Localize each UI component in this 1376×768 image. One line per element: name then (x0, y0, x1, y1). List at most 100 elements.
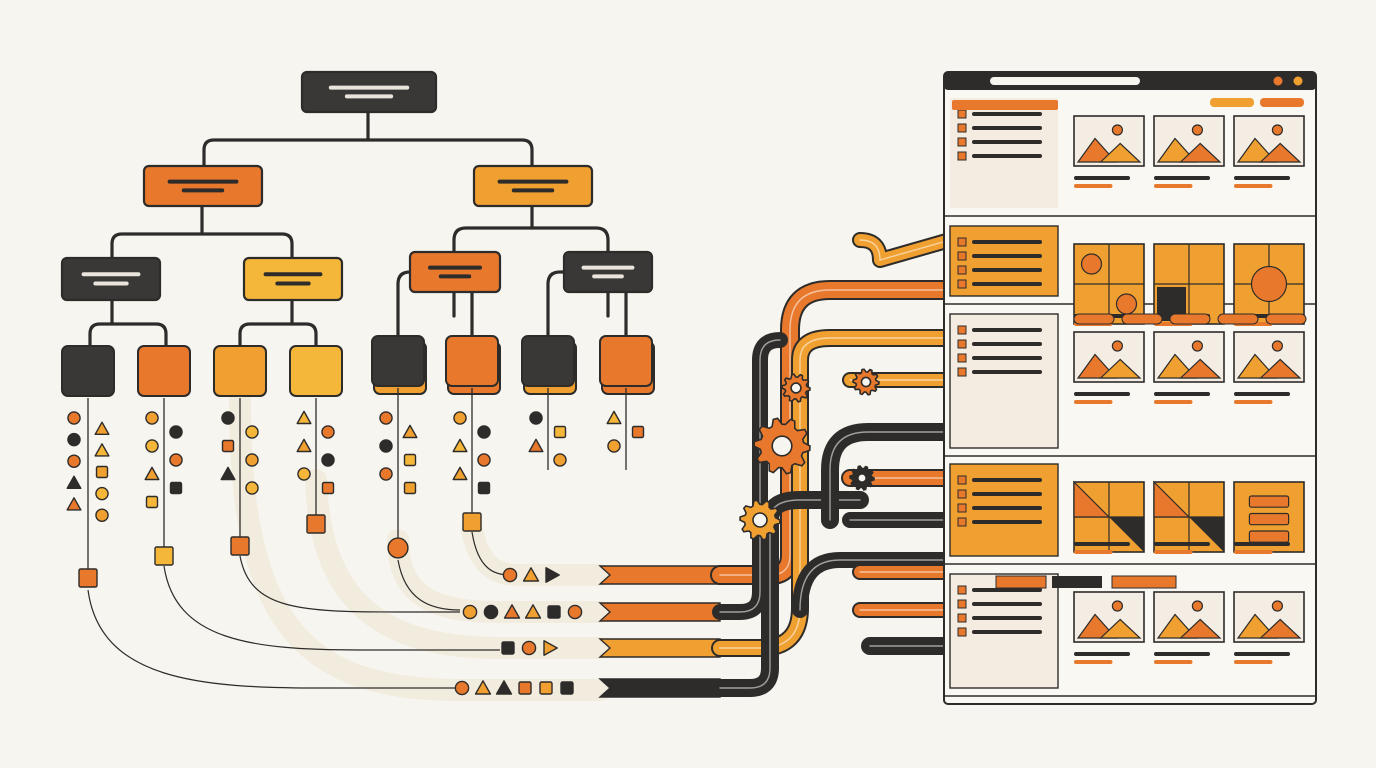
mountain-shape (1259, 142, 1302, 163)
sun-shape (1191, 124, 1204, 136)
caption-line (1074, 550, 1113, 554)
circle-symbol (67, 454, 81, 468)
list-text-line (972, 506, 1042, 510)
triangle-symbol (522, 567, 540, 582)
checkbox (957, 367, 967, 377)
list-text-line (972, 478, 1042, 482)
conveyor-row (462, 604, 583, 620)
triangle-symbol (524, 604, 542, 619)
circle-symbol (221, 411, 235, 425)
list-text-line (972, 602, 1042, 606)
pipe-highlight (799, 559, 951, 611)
circle-symbol (477, 425, 491, 439)
checkbox (957, 475, 967, 485)
list-text-line (972, 254, 1042, 258)
leaf-node (599, 335, 655, 395)
circle-symbol (607, 439, 621, 453)
list-text-line (972, 154, 1042, 158)
conveyor-tip (598, 678, 721, 698)
filter-chip (1265, 313, 1307, 325)
caption-line (1234, 184, 1273, 188)
conveyor-tip (598, 638, 721, 658)
sun-shape (1111, 600, 1124, 612)
checkbox (957, 237, 967, 247)
triangle-symbol (94, 421, 110, 435)
circle-symbol (379, 411, 393, 425)
pipe-6 (792, 552, 958, 618)
checkbox (957, 123, 967, 133)
tree-node-l1-left (142, 164, 264, 208)
square-symbol (539, 681, 553, 695)
mountain-shape (1259, 358, 1302, 379)
caption-line (1154, 184, 1193, 188)
pipe-highlight (859, 239, 951, 261)
square-symbol (560, 681, 574, 695)
gear-hub (752, 512, 768, 528)
header-bar (952, 100, 1058, 110)
node-text-line (93, 281, 129, 286)
drawer-shape (1248, 530, 1290, 543)
browser-row-1 (944, 98, 1316, 217)
symbol-column (606, 410, 645, 453)
tab-chip (1111, 575, 1177, 589)
header-chip (1260, 98, 1304, 107)
conveyor-row (501, 640, 558, 656)
checkbox (957, 613, 967, 623)
symbol-column (452, 411, 491, 495)
leaf-box (599, 335, 653, 387)
triangle-symbol (296, 438, 312, 453)
play-symbol (545, 567, 560, 583)
tree-node-l2-4 (562, 250, 654, 294)
square-symbol (501, 641, 515, 655)
pipe-7 (852, 232, 958, 268)
caption-line (1234, 542, 1290, 546)
tree-node-l2-3 (408, 250, 502, 294)
pattern-tile (1073, 243, 1145, 325)
conveyor-row (454, 680, 574, 696)
list-text-line (972, 268, 1042, 272)
leaf-box (213, 345, 267, 397)
square-symbol (462, 512, 482, 532)
filter-chip (1169, 313, 1211, 325)
checkbox (957, 251, 967, 261)
gear-icon (849, 465, 875, 491)
flow-line (87, 589, 460, 689)
circle-symbol (379, 467, 393, 481)
checkbox (957, 503, 967, 513)
tree-root-node (300, 70, 438, 114)
tree-connector (88, 298, 168, 348)
caption-line (1074, 660, 1113, 664)
circle-symbol (567, 604, 583, 620)
conveyor-tip (598, 565, 721, 585)
pipe-4 (711, 491, 869, 697)
node-box (472, 164, 594, 208)
caption-line (1074, 176, 1130, 180)
node-text-line (263, 272, 323, 277)
checkbox (957, 151, 967, 161)
mountain-shape (1179, 618, 1222, 639)
browser-window (943, 71, 1317, 705)
pattern-tile (1153, 243, 1225, 325)
circle-symbol (529, 411, 543, 425)
checkbox (957, 353, 967, 363)
triangle-symbol (402, 424, 418, 439)
triangle-shape (1189, 517, 1224, 552)
sun-shape (1111, 340, 1124, 352)
node-text-line (581, 265, 635, 270)
symbol-column (296, 410, 335, 495)
square-symbol (477, 481, 491, 495)
image-placeholder-icon (1153, 331, 1225, 383)
mountain-shape (1099, 358, 1142, 379)
pipe-highlight (829, 431, 951, 521)
circle-symbol (483, 604, 499, 620)
node-box (408, 250, 502, 294)
checkbox (957, 585, 967, 595)
gear-icon (781, 373, 811, 403)
caption-line (1074, 542, 1130, 546)
symbol-columns (66, 388, 645, 696)
checkbox (957, 109, 967, 119)
caption-line (1074, 392, 1130, 396)
pattern-tile (1153, 480, 1225, 553)
sun-shape (1111, 124, 1124, 136)
triangle-symbol (503, 604, 521, 619)
